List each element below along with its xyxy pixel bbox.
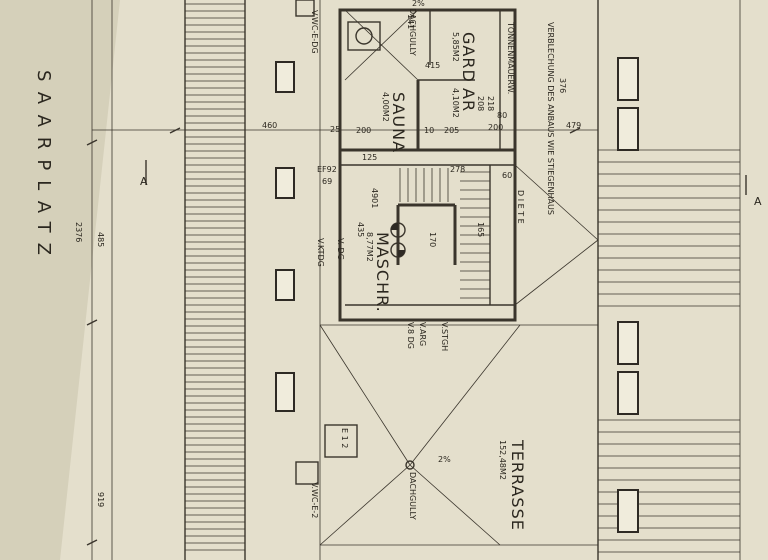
slope-bottom: 2%	[438, 455, 451, 464]
dimension-label: 479	[566, 121, 581, 130]
dimension-label: 125	[362, 153, 377, 162]
note-dachgully-bottom: DACHGULLY	[408, 472, 417, 520]
note-verblechung: VERBLECHUNG DES ANBAUS WIE STIEGENHAUS	[546, 22, 555, 215]
drain-line	[409, 324, 521, 466]
electrical-box	[295, 461, 319, 485]
note-ef: EF92	[317, 165, 337, 174]
skylight	[617, 57, 639, 101]
photo-shadow	[0, 0, 120, 560]
vent-symbol	[390, 242, 406, 258]
note-vktdg: V.KTDG	[316, 238, 325, 267]
dimension-label: 2376	[74, 222, 83, 242]
drain-line	[409, 464, 501, 546]
note-tonnenmauerw: TONNENMAUERW.	[506, 21, 515, 94]
skylight	[617, 371, 639, 415]
note-wc-top: V.WC-E-DG	[310, 10, 319, 54]
note-vdg: V. DG	[336, 238, 345, 260]
drain-line	[344, 9, 419, 81]
drain-line	[319, 324, 411, 466]
note-ef2: 69	[322, 177, 332, 186]
dimension-label: 205	[444, 126, 459, 135]
section-label-left: A	[140, 175, 148, 188]
room-area-masch: 8,77M2	[365, 232, 374, 262]
dimension-label: 415	[425, 61, 440, 70]
skylight	[617, 489, 639, 533]
dimension-label: 460	[262, 121, 277, 130]
dimension-label: 208	[476, 96, 485, 111]
dimension-label: 4901	[370, 188, 379, 208]
room-area-gard: 5,85M2	[451, 32, 460, 62]
room-name-terrasse: TERRASSE	[508, 439, 527, 531]
dimension-label: 485	[96, 232, 105, 247]
dimension-label: 218	[486, 96, 495, 111]
dimension-label: 80	[497, 111, 507, 120]
room-name-masch: MASCHR.	[373, 232, 392, 313]
dimension-label: 376	[558, 78, 567, 93]
skylight	[275, 61, 295, 93]
dimension-label: 25	[330, 125, 340, 134]
room-area-ar: 4,10M2	[451, 88, 460, 118]
note-v8dg: V.8 DG	[406, 322, 415, 349]
skylight	[617, 321, 639, 365]
slope-top: 2%	[412, 0, 425, 8]
room-name-ar: AR	[459, 88, 478, 112]
note-dietz: D I E T E	[516, 190, 525, 224]
dimension-label: 278	[450, 165, 465, 174]
roof-drain	[405, 460, 415, 470]
dimension-ticks	[86, 127, 581, 546]
toilet-fixture	[347, 21, 381, 51]
note-vstgh: V.STGH	[440, 322, 449, 351]
section-label-right: A	[754, 195, 762, 208]
stair-treads	[399, 168, 490, 299]
vent-symbol	[390, 222, 406, 238]
dimension-label: 60	[502, 171, 512, 180]
skylight	[275, 167, 295, 199]
electrical-box	[295, 0, 315, 17]
room-name-sauna: SAUNA	[389, 92, 408, 153]
room-area-terrasse: 152,48M2	[498, 440, 507, 480]
drain-line	[319, 464, 411, 546]
note-dachgully-top: DACHGULLY	[408, 8, 417, 56]
street-name: SAARPLATZ	[33, 70, 54, 265]
dimension-label: 200	[488, 123, 503, 132]
dimension-label: 200	[356, 126, 371, 135]
dimension-label: 170	[428, 232, 437, 247]
note-wc-bottom: V.WC-E-2	[310, 482, 319, 518]
dimension-label: 919	[96, 492, 105, 507]
note-varg: V.ARG	[418, 322, 427, 346]
dimension-label: 165	[476, 222, 485, 237]
skylight	[617, 107, 639, 151]
electrical-box	[324, 424, 358, 458]
room-area-sauna: 4,00M2	[381, 92, 390, 122]
skylight	[275, 372, 295, 412]
dimension-label: 141	[406, 14, 415, 29]
note-e12: E 1 2	[340, 428, 349, 448]
drain-line	[514, 239, 599, 306]
dimension-label: 435	[356, 222, 365, 237]
room-name-gard: GARD	[459, 32, 478, 83]
skylight	[275, 269, 295, 301]
dimension-label: 10	[424, 126, 434, 135]
drain-line	[514, 164, 599, 241]
